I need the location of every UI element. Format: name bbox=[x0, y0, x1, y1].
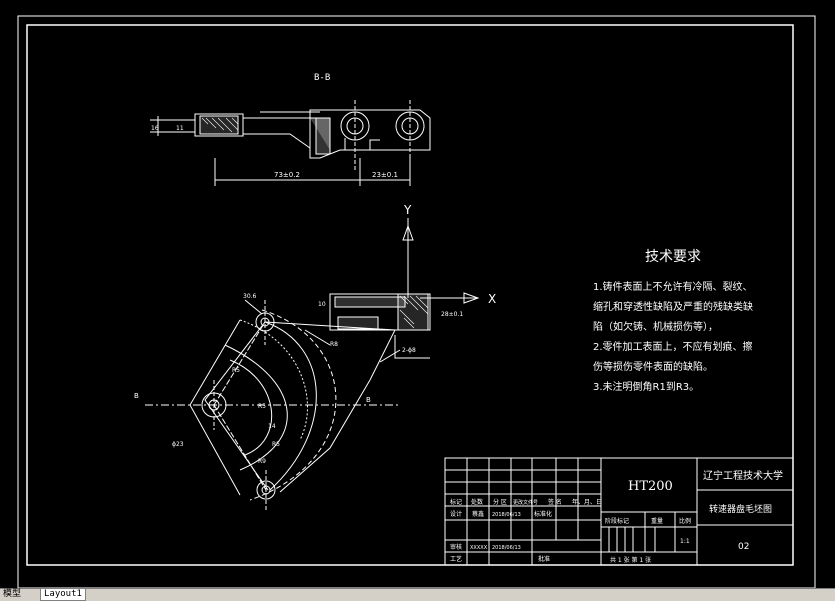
dim-f: R9 bbox=[258, 458, 266, 465]
dim-small-holes: 2-ϕ8 bbox=[402, 347, 416, 354]
row-label-3: 分 区 bbox=[493, 498, 507, 506]
review-date: 2018/06/13 bbox=[492, 545, 521, 551]
note-line: 2.零件加工表面上，不应有划痕、擦 bbox=[593, 342, 753, 353]
row-label-5: 签 名 bbox=[548, 498, 562, 506]
row-label-6: 年、月、日 bbox=[572, 498, 602, 506]
dim-d: R5 bbox=[272, 441, 280, 448]
axis-y-label: Y bbox=[403, 203, 412, 217]
design-label: 设计 bbox=[450, 510, 462, 518]
dim-left-length: 73±0.2 bbox=[274, 171, 300, 179]
paper-border bbox=[17, 15, 816, 588]
title-block bbox=[444, 457, 794, 566]
plan-view bbox=[145, 218, 480, 512]
dim-vertical-small-2: 16 bbox=[151, 125, 159, 132]
dim-b: R5 bbox=[258, 403, 266, 410]
section-view bbox=[150, 100, 431, 186]
design-date: 2018/06/13 bbox=[492, 512, 521, 518]
row-label-2: 处数 bbox=[471, 498, 483, 506]
row-label-4: 更改文件号 bbox=[513, 499, 538, 506]
design-name: 蔡鑫 bbox=[472, 510, 484, 518]
section-mark-right: B bbox=[366, 396, 371, 404]
dim-right-side: 28±0.1 bbox=[441, 311, 463, 318]
notes-title: 技术要求 bbox=[645, 249, 701, 265]
dim-e: 14 bbox=[268, 423, 276, 430]
dim-vertical-small: 11 bbox=[176, 125, 184, 132]
part-name: 转速器盘毛坯图 bbox=[709, 503, 772, 515]
dim-rr: R8 bbox=[330, 341, 338, 348]
tab-layout1[interactable]: Layout1 bbox=[40, 589, 86, 601]
drawing-frame bbox=[26, 24, 794, 566]
scale-value: 1:1 bbox=[680, 538, 690, 545]
note-line: 缩孔和穿透性缺陷及严重的残缺类缺 bbox=[593, 302, 753, 313]
dim-top-rib: 10 bbox=[318, 301, 326, 308]
layout-tab-bar: 模型 Layout1 bbox=[0, 588, 835, 601]
review-name: XXXXX bbox=[470, 545, 488, 551]
dim-right-length: 23±0.1 bbox=[372, 171, 398, 179]
row-label-1: 标记 bbox=[450, 498, 462, 506]
note-line: 陷（如欠铸、机械损伤等）， bbox=[593, 322, 718, 333]
dim-angle: 30.6 bbox=[243, 293, 257, 300]
section-mark-left: B bbox=[134, 392, 139, 400]
drawing-canvas[interactable]: B-B 73±0.2 23±0.1 11 16 bbox=[0, 0, 835, 588]
scale-label: 比例 bbox=[679, 517, 691, 525]
note-line: 3.未注明倒角R1到R3。 bbox=[593, 382, 700, 393]
note-line: 伤等损伤零件表面的缺陷。 bbox=[593, 362, 713, 373]
note-line: 1.铸件表面上不允许有冷隔、裂纹、 bbox=[593, 282, 753, 293]
weight-label: 重量 bbox=[651, 517, 663, 525]
material-label: HT200 bbox=[628, 479, 673, 494]
stage-label: 阶段标记 bbox=[605, 517, 629, 525]
dim-c: ϕ23 bbox=[172, 441, 184, 448]
dim-a: R5 bbox=[232, 367, 240, 374]
sheets-label: 共 1 张 第 1 张 bbox=[610, 556, 651, 564]
section-label: B-B bbox=[314, 73, 330, 83]
process-label: 工艺 bbox=[450, 555, 462, 563]
axis-x-label: X bbox=[488, 292, 496, 306]
tab-model[interactable]: 模型 bbox=[3, 589, 22, 599]
review-label: 审核 bbox=[450, 543, 462, 551]
school-name: 辽宁工程技术大学 bbox=[703, 469, 783, 482]
std-label: 标准化 bbox=[534, 510, 552, 518]
drawing-number: 02 bbox=[738, 542, 749, 552]
approve-label: 批准 bbox=[538, 555, 550, 563]
